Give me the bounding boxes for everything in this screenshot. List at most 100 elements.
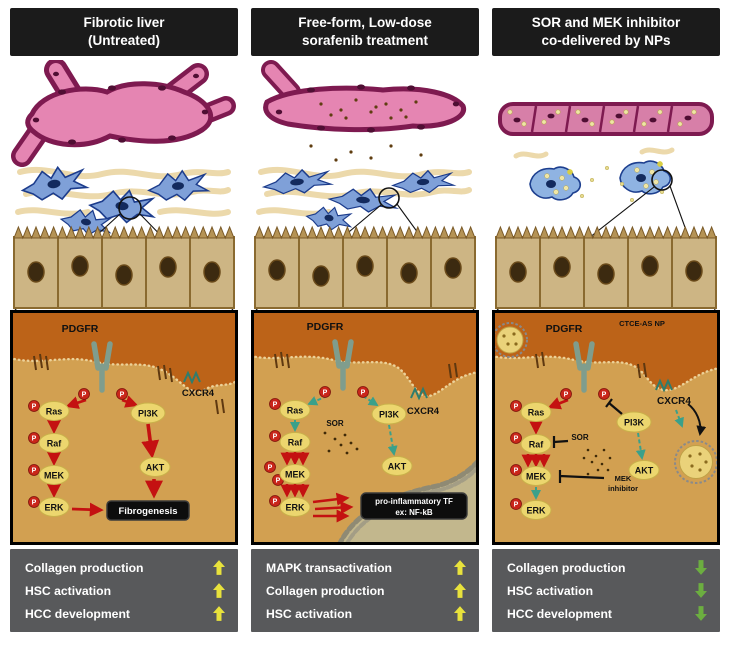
ras-label: Ras [287,406,304,416]
panel-np-codelivery: SOR and MEK inhibitor co-delivered by NP… [492,8,720,632]
pathway-nodes: Ras Raf MEK ERK PI3K AKT [38,401,171,517]
svg-text:P: P [82,392,87,399]
raf-label: Raf [288,438,304,448]
svg-text:pro-inflammatory TF: pro-inflammatory TF [375,497,453,506]
stat-label: Collagen production [266,583,385,598]
trend-down-arrow-icon [695,606,707,621]
hepatic-stellate-cells [261,168,457,231]
transactivation-arrows [280,452,354,523]
raf-label: Raf [529,440,545,450]
np-sparkle-icon [567,161,663,175]
trend-up-arrow-icon [454,606,466,621]
pdgfr-receptor [91,341,113,393]
liver-illustration-untreated [11,60,236,310]
weak-signal-arrows [531,409,684,500]
cell-membrane [251,354,479,398]
svg-text:ex: NF-kB: ex: NF-kB [395,508,433,517]
footer-stat-row: Collagen production [251,579,479,602]
mek-inhibitor-label: MEK [615,474,632,483]
outcome-summary-np: Collagen production HSC activation HCC d… [492,549,720,632]
footer-stat-row: HSC activation [251,602,479,625]
stat-label: HCC development [507,606,612,621]
stat-label: HSC activation [266,606,353,621]
mek-inhibitor-label: inhibitor [608,484,638,493]
erk-label: ERK [285,503,305,513]
svg-text:P: P [361,390,366,397]
svg-text:P: P [602,392,607,399]
pdgfr-label: PDGFR [62,323,99,335]
svg-text:P: P [564,392,569,399]
svg-text:P: P [32,500,37,507]
akt-label: AKT [388,462,407,472]
stat-label: HCC development [25,606,130,621]
svg-text:P: P [32,404,37,411]
trend-down-arrow-icon [695,583,707,598]
endothelial-nuclei [32,71,209,145]
fibrogenesis-box: Fibrogenesis [106,500,190,521]
svg-text:P: P [276,478,281,485]
trend-up-arrow-icon [454,560,466,575]
sorafenib-label: SOR [571,433,589,442]
title-line2: co-delivered by NPs [541,33,671,48]
sorafenib-dots [582,448,612,476]
pathway-nodes: Ras Raf MEK ERK PI3K AKT [279,400,413,517]
mek-label: MEK [526,472,547,482]
panel-title-untreated: Fibrotic liver (Untreated) [10,8,238,56]
svg-text:P: P [273,402,278,409]
mek-label: MEK [285,470,306,480]
svg-text:P: P [514,404,519,411]
pdgfr-label: PDGFR [307,321,344,333]
svg-text:P: P [32,468,37,475]
trend-down-arrow-icon [695,560,707,575]
hepatic-stellate-cells [529,160,672,203]
cxcr4-receptor [183,370,201,385]
np-label: CTCE-AS NP [619,319,665,328]
svg-text:P: P [32,436,37,443]
cxcr4-receptor [655,378,673,393]
phospho-marks: P P P P P P [28,388,128,508]
title-line1: SOR and MEK inhibitor [531,15,681,31]
ras-label: Ras [46,407,63,417]
pdgfr-receptor [332,339,354,391]
cxcr4-label: CXCR4 [182,388,215,399]
cxcr4-label: CXCR4 [407,406,440,417]
erk-label: ERK [526,506,546,516]
svg-text:P: P [514,436,519,443]
outcome-summary-untreated: Collagen production HSC activation HCC d… [10,549,238,632]
title-line2: (Untreated) [87,33,160,48]
hepatocyte-row [254,225,476,309]
svg-text:P: P [323,390,328,397]
footer-stat-row: Collagen production [492,556,720,579]
np-uptake-arrow [687,403,707,436]
footer-stat-row: HCC development [10,602,238,625]
free-nanoparticles [579,165,665,203]
footer-stat-row: MAPK transactivation [251,556,479,579]
membrane-proteins [274,351,458,379]
signaling-inset-untreated: PDGFR CXCR4 P P P P P P Ras [10,310,238,545]
endothelial-nuclei [513,113,692,123]
svg-text:Fibrogenesis: Fibrogenesis [118,506,177,517]
stat-label: HSC activation [25,583,112,598]
svg-text:P: P [514,502,519,509]
sorafenib-label: SOR [326,419,344,428]
stat-label: HSC activation [507,583,594,598]
signal-arrows [521,397,569,468]
outcome-summary-sorafenib: MAPK transactivation Collagen production… [251,549,479,632]
sorafenib-dots [323,431,359,455]
svg-text:P: P [268,465,273,472]
pathway-nodes: Ras Raf MEK ERK PI3K AKT [520,402,660,520]
stat-label: Collagen production [507,560,626,575]
svg-text:P: P [514,468,519,475]
footer-stat-row: HCC development [492,602,720,625]
footer-stat-row: HSC activation [10,579,238,602]
liver-illustration-sorafenib [254,60,476,310]
akt-label: AKT [635,466,654,476]
proinflammatory-tf-box: pro-inflammatory TF ex: NF-kB [360,492,468,520]
ras-label: Ras [528,408,545,418]
stat-label: Collagen production [25,560,144,575]
membrane-proteins [33,353,225,415]
mek-label: MEK [44,471,65,481]
nanoparticle-dots [507,109,697,127]
hepatocyte-row [13,225,235,309]
raf-label: Raf [47,439,63,449]
